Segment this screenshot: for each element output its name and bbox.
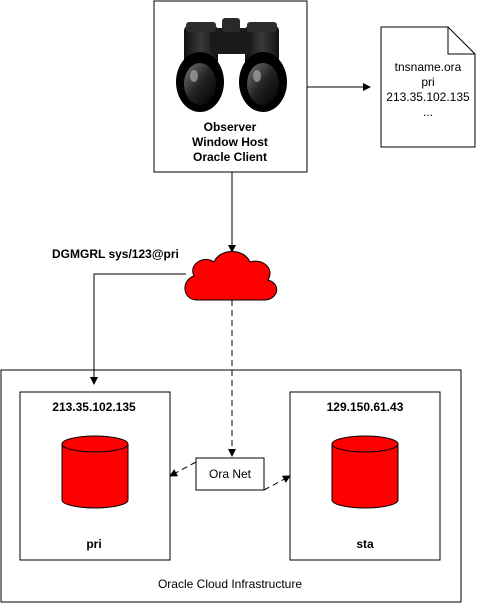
observer-label-line-3: Oracle Client: [193, 150, 267, 164]
tns-line-4: ...: [423, 105, 433, 119]
tns-file-node: tnsname.ora pri 213.35.102.135 ...: [380, 26, 476, 148]
standby-name-label: sta: [356, 537, 374, 551]
binoculars-icon: [176, 18, 287, 112]
document-icon: [380, 26, 476, 148]
observer-label-line-2: Window Host: [192, 135, 268, 149]
observer-label-line-1: Observer: [204, 120, 257, 134]
standby-ip-label: 129.150.61.43: [327, 400, 404, 414]
primary-db-node: 213.35.102.135 pri: [19, 391, 171, 561]
connector-oranet-to-standby: [263, 475, 291, 491]
oci-label: Oracle Cloud Infrastructure: [158, 577, 302, 591]
standby-db-node: 129.150.61.43 sta: [289, 391, 441, 561]
tns-line-1: tnsname.ora: [395, 60, 462, 74]
database-icon: [331, 435, 399, 509]
tns-line-2: pri: [421, 75, 434, 89]
oranet-node: Ora Net: [195, 457, 265, 491]
oci-container: Oracle Cloud Infrastructure: [0, 369, 462, 603]
oranet-label: Ora Net: [209, 467, 252, 481]
tns-line-3: 213.35.102.135: [386, 90, 470, 104]
connector-oranet-to-primary: [169, 461, 197, 477]
primary-ip-label: 213.35.102.135: [52, 400, 136, 414]
dgmgrl-command-label: DGMGRL sys/123@pri: [52, 247, 179, 261]
observer-node: Observer Window Host Oracle Client: [153, 0, 308, 173]
primary-name-label: pri: [86, 537, 101, 551]
database-icon: [61, 435, 129, 509]
cloud-icon: [184, 251, 278, 301]
connector-cloud-to-primary: [90, 273, 186, 385]
